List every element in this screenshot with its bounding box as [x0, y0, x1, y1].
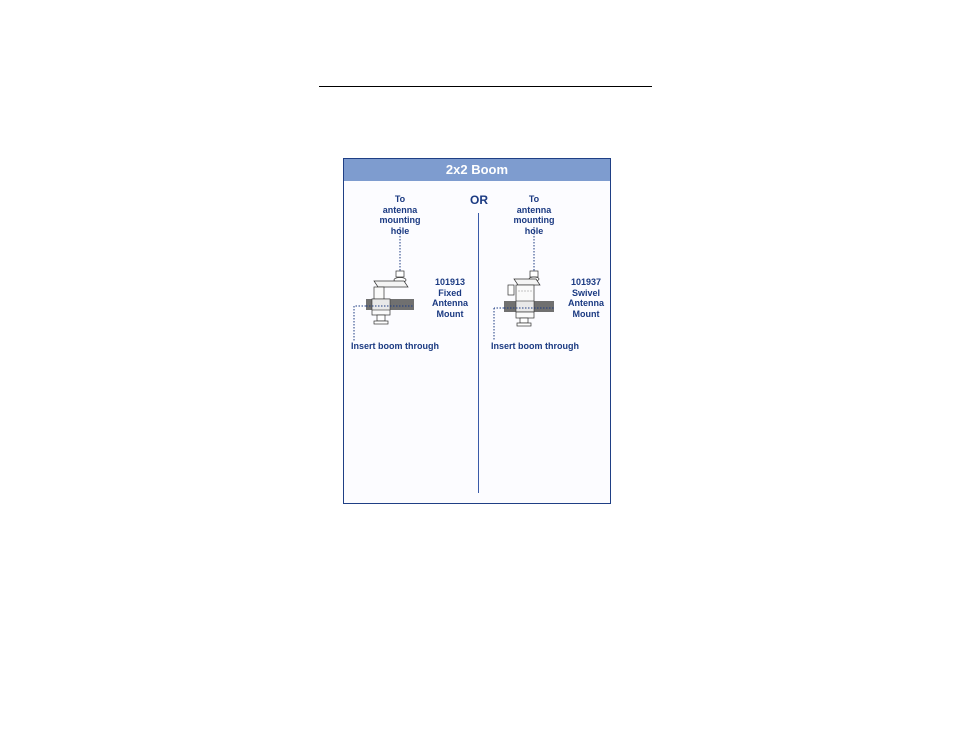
swivel-mount-line2: Antenna: [558, 298, 614, 309]
top-rule: [319, 86, 652, 87]
fixed-mount-part-number: 101913: [422, 277, 478, 288]
swivel-mount-type: Swivel: [558, 288, 614, 299]
boom-panel: 2x2 Boom OR To antenna mounting hole 101…: [343, 158, 611, 504]
swivel-mount-part-number: 101937: [558, 277, 614, 288]
center-divider: [478, 213, 479, 493]
left-insert-boom-label: Insert boom through: [351, 341, 439, 351]
swivel-mount-label: 101937 Swivel Antenna Mount: [558, 277, 614, 319]
right-insert-boom-label: Insert boom through: [491, 341, 579, 351]
panel-title: 2x2 Boom: [344, 159, 610, 181]
fixed-mount-line2: Antenna: [422, 298, 478, 309]
fixed-mount-illustration: [352, 223, 432, 333]
fixed-mount-label: 101913 Fixed Antenna Mount: [422, 277, 478, 319]
or-label: OR: [462, 193, 496, 207]
fixed-mount-type: Fixed: [422, 288, 478, 299]
swivel-mount-line3: Mount: [558, 309, 614, 320]
fixed-mount-line3: Mount: [422, 309, 478, 320]
